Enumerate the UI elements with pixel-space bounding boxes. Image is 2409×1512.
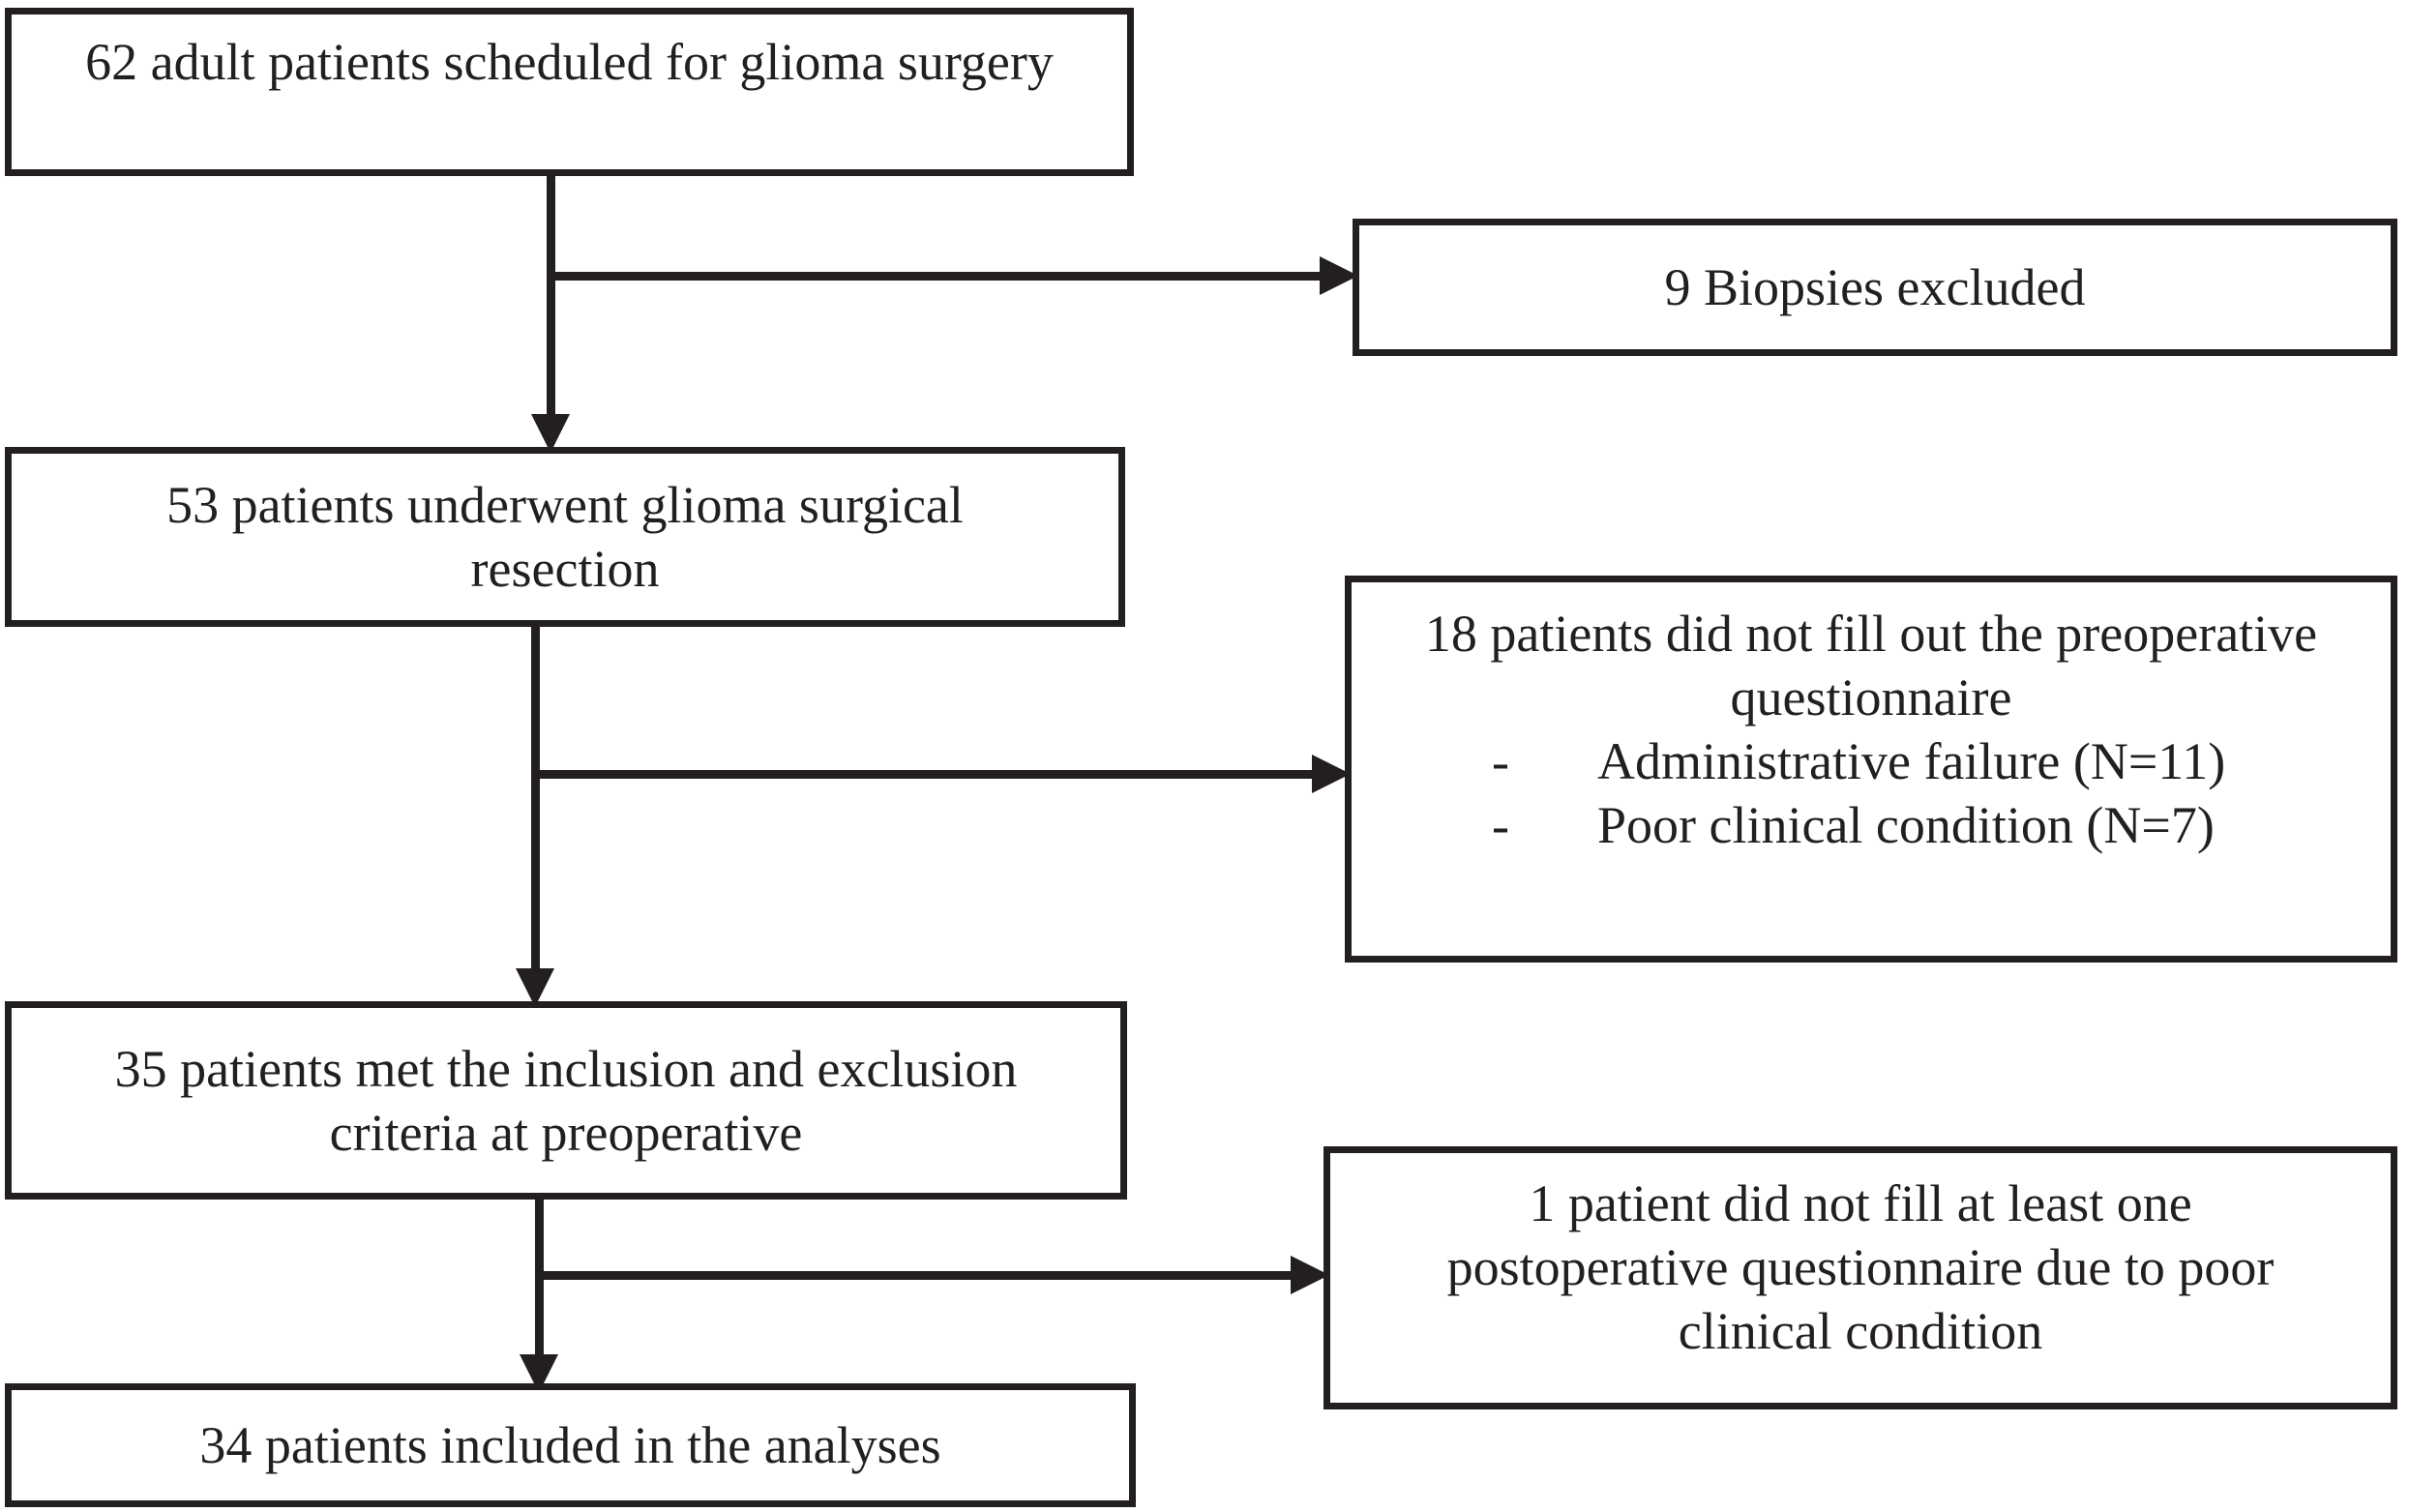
connector-branch-postop-missing [535, 1271, 1294, 1280]
bullet-administrative-failure-text: Administrative failure (N=11) [1597, 732, 2226, 790]
box-resection-line1: 53 patients underwent glioma surgical [166, 476, 964, 534]
box-surgical-resection: 53 patients underwent glioma surgical re… [5, 447, 1125, 627]
connector-branch-preop-missing [531, 770, 1316, 779]
box-preop-questionnaire-missing: 18 patients did not fill out the preoper… [1345, 576, 2397, 963]
box-resection-line2: resection [470, 540, 660, 598]
bullet-administrative-failure: - Administrative failure (N=11) [1352, 729, 2391, 793]
bullet-dash: - [1492, 796, 1509, 854]
box-biopsies-excluded: 9 Biopsies excluded [1353, 219, 2397, 356]
box-postop-missing-line2: postoperative questionnaire due to poor [1446, 1238, 2275, 1296]
arrow-down-icon [516, 968, 554, 1007]
box-enrolled-text: 62 adult patients scheduled for glioma s… [85, 33, 1054, 91]
box-biopsies-text: 9 Biopsies excluded [1664, 258, 2086, 316]
box-analyses-text: 34 patients included in the analyses [199, 1416, 941, 1474]
connector-resection-to-criteria [531, 627, 540, 972]
arrow-right-icon [1291, 1256, 1329, 1294]
box-inclusion-criteria: 35 patients met the inclusion and exclus… [5, 1001, 1127, 1200]
box-postop-missing-line3: clinical condition [1678, 1302, 2043, 1360]
box-criteria-line2: criteria at preoperative [329, 1103, 803, 1162]
arrow-down-icon [531, 414, 570, 453]
connector-branch-biopsies [547, 272, 1323, 281]
arrow-right-icon [1320, 256, 1358, 295]
bullet-dash: - [1492, 732, 1509, 790]
box-postop-missing-line1: 1 patient did not fill at least one [1529, 1174, 2192, 1232]
box-postop-questionnaire-missing: 1 patient did not fill at least one post… [1323, 1146, 2397, 1409]
box-preop-missing-line1: 18 patients did not fill out the preoper… [1424, 605, 2318, 663]
box-included-analyses: 34 patients included in the analyses [5, 1383, 1136, 1507]
bullet-poor-clinical-condition-text: Poor clinical condition (N=7) [1597, 796, 2215, 854]
box-preop-missing-line2: questionnaire [1730, 668, 2012, 726]
box-enrolled-patients: 62 adult patients scheduled for glioma s… [5, 8, 1134, 176]
bullet-poor-clinical-condition: - Poor clinical condition (N=7) [1352, 793, 2391, 857]
box-criteria-line1: 35 patients met the inclusion and exclus… [114, 1039, 1018, 1098]
connector-enrolled-to-resection [547, 176, 555, 418]
arrow-right-icon [1312, 755, 1351, 793]
